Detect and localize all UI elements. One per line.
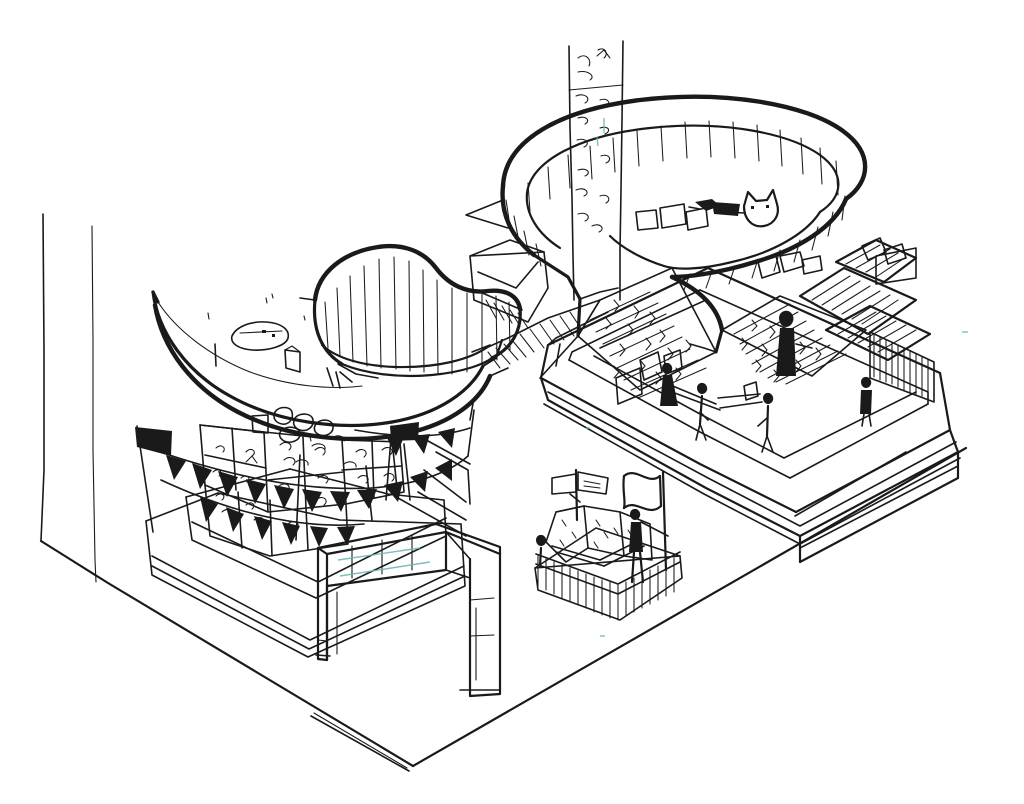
bunting-triangles-lower (200, 497, 355, 547)
boat-shaped-object-on-terrace (230, 321, 290, 351)
bunting-triangles-upper (166, 455, 452, 512)
gateway-portal-frame (315, 522, 502, 698)
trunk-bark-texture (575, 48, 611, 233)
tiered-seating-steps (469, 239, 867, 399)
standing-figure-group (615, 310, 872, 453)
figure-person (757, 392, 774, 453)
deck-bollard (284, 345, 301, 373)
stall-canopy-roofs-right (635, 202, 932, 362)
figure-person (776, 310, 813, 376)
ring-left-slats (505, 199, 542, 267)
fenced-pavilion-centre (534, 468, 683, 621)
misc-sketch-marks (207, 293, 968, 637)
tall-tree-trunk-column (568, 40, 624, 301)
market-stall-block-left (199, 406, 405, 557)
canopy-ribs-3 (837, 311, 917, 353)
stall-goods-pots (251, 406, 357, 468)
stepped-plinth-left (145, 429, 471, 658)
ring-balustrade-slats (527, 120, 846, 291)
figure-person (860, 376, 872, 427)
tall-vertical-wall-left (40, 213, 109, 584)
bunting-flag-lines (135, 397, 475, 547)
figure-person (695, 382, 709, 441)
curved-elevated-terrace-left (151, 243, 523, 442)
step-hatching-left (487, 311, 583, 369)
canopy-ribs-1 (811, 275, 899, 325)
picket-fence (537, 555, 675, 621)
figure-person (536, 534, 547, 568)
foliage-texture-centre (605, 299, 692, 385)
left-box-hatching (485, 299, 529, 329)
